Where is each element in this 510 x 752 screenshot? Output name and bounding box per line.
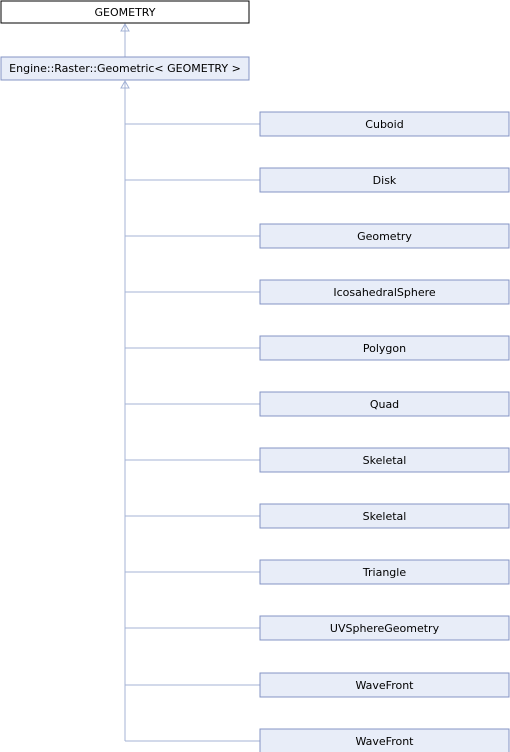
node-child[interactable]: WaveFront xyxy=(259,672,510,698)
node-child[interactable]: Skeletal xyxy=(259,447,510,473)
child-nodes: CuboidDiskGeometryIcosahedralSpherePolyg… xyxy=(259,111,510,752)
node-root-label: GEOMETRY xyxy=(95,6,156,19)
node-child[interactable]: Cuboid xyxy=(259,111,510,137)
node-child-label: Disk xyxy=(373,174,397,187)
node-child-label: WaveFront xyxy=(355,735,414,748)
node-child-box xyxy=(259,615,510,641)
node-child-box xyxy=(259,223,510,249)
node-child-box xyxy=(259,391,510,417)
node-child-box xyxy=(259,335,510,361)
node-child-box xyxy=(259,279,510,305)
node-child-label: UVSphereGeometry xyxy=(330,622,440,635)
node-child-box xyxy=(259,111,510,137)
node-child[interactable]: Disk xyxy=(259,167,510,193)
node-child-label: Cuboid xyxy=(365,118,403,131)
node-child-label: Polygon xyxy=(363,342,406,355)
node-child-box xyxy=(259,503,510,529)
node-child[interactable]: UVSphereGeometry xyxy=(259,615,510,641)
node-child-box xyxy=(259,447,510,473)
edges xyxy=(120,22,260,742)
node-child[interactable]: Geometry xyxy=(259,223,510,249)
node-child[interactable]: Polygon xyxy=(259,335,510,361)
node-child-label: Skeletal xyxy=(363,510,407,523)
node-child[interactable]: WaveFront xyxy=(259,728,510,752)
node-child-label: Geometry xyxy=(357,230,412,243)
node-child[interactable]: Triangle xyxy=(259,559,510,585)
node-base-box xyxy=(0,56,250,81)
node-child-label: Triangle xyxy=(362,566,406,579)
node-child-label: WaveFront xyxy=(355,679,414,692)
node-child[interactable]: Skeletal xyxy=(259,503,510,529)
node-child-label: Quad xyxy=(370,398,399,411)
node-root[interactable]: GEOMETRY xyxy=(0,0,250,24)
node-child[interactable]: IcosahedralSphere xyxy=(259,279,510,305)
node-child-box xyxy=(259,559,510,585)
node-child[interactable]: Quad xyxy=(259,391,510,417)
node-child-label: IcosahedralSphere xyxy=(333,286,436,299)
node-child-label: Skeletal xyxy=(363,454,407,467)
node-child-box xyxy=(259,167,510,193)
node-base[interactable]: Engine::Raster::Geometric< GEOMETRY > xyxy=(0,56,250,81)
node-base-label: Engine::Raster::Geometric< GEOMETRY > xyxy=(9,62,241,75)
node-child-box xyxy=(259,728,510,752)
node-child-box xyxy=(259,672,510,698)
node-root-box xyxy=(0,0,250,24)
